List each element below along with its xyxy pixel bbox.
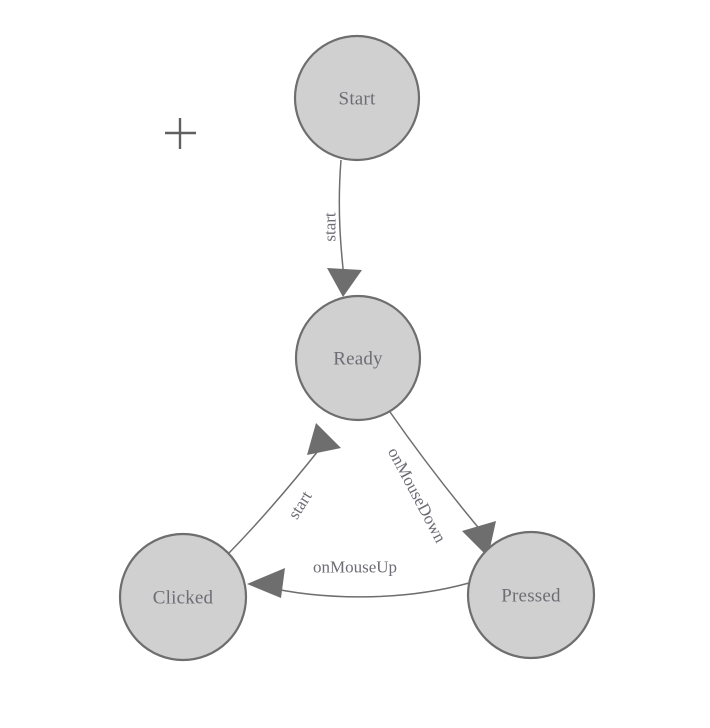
node-ready-label: Ready <box>333 349 383 370</box>
node-clicked-label: Clicked <box>153 588 214 609</box>
edge-start-to-ready-path[interactable] <box>338 159 345 279</box>
node-start[interactable]: Start <box>293 34 421 162</box>
edge-pressed-to-clicked-path[interactable] <box>261 582 470 598</box>
plus-marker[interactable] <box>165 118 196 149</box>
node-clicked[interactable]: Clicked <box>118 532 248 662</box>
edge-start-to-ready[interactable]: start <box>321 159 363 297</box>
node-pressed-label: Pressed <box>501 586 561 607</box>
edge-clicked-to-ready-arrowhead <box>307 423 341 455</box>
node-pressed[interactable]: Pressed <box>466 530 596 660</box>
node-clicked-circle[interactable] <box>118 532 248 662</box>
edge-pressed-to-clicked[interactable]: onMouseUp <box>247 558 470 599</box>
edge-label-pressed-to-clicked: onMouseUp <box>313 558 397 577</box>
node-pressed-circle[interactable] <box>466 530 596 660</box>
edge-clicked-to-ready-path[interactable] <box>228 445 323 554</box>
node-ready[interactable]: Ready <box>294 294 422 422</box>
edge-label-clicked-to-ready: start <box>284 487 316 522</box>
node-start-circle[interactable] <box>293 34 421 162</box>
edge-label-ready-to-pressed: onMouseDown <box>384 444 450 546</box>
node-ready-circle[interactable] <box>294 294 422 422</box>
edge-ready-to-pressed-path[interactable] <box>389 411 488 539</box>
edge-start-to-ready-arrowhead <box>327 268 362 297</box>
edge-label-start-to-ready: start <box>321 212 340 242</box>
edge-clicked-to-ready[interactable]: start <box>228 423 341 554</box>
node-start-label: Start <box>339 89 376 110</box>
edge-ready-to-pressed[interactable]: onMouseDown <box>384 411 496 557</box>
edge-pressed-to-clicked-arrowhead <box>247 568 285 598</box>
